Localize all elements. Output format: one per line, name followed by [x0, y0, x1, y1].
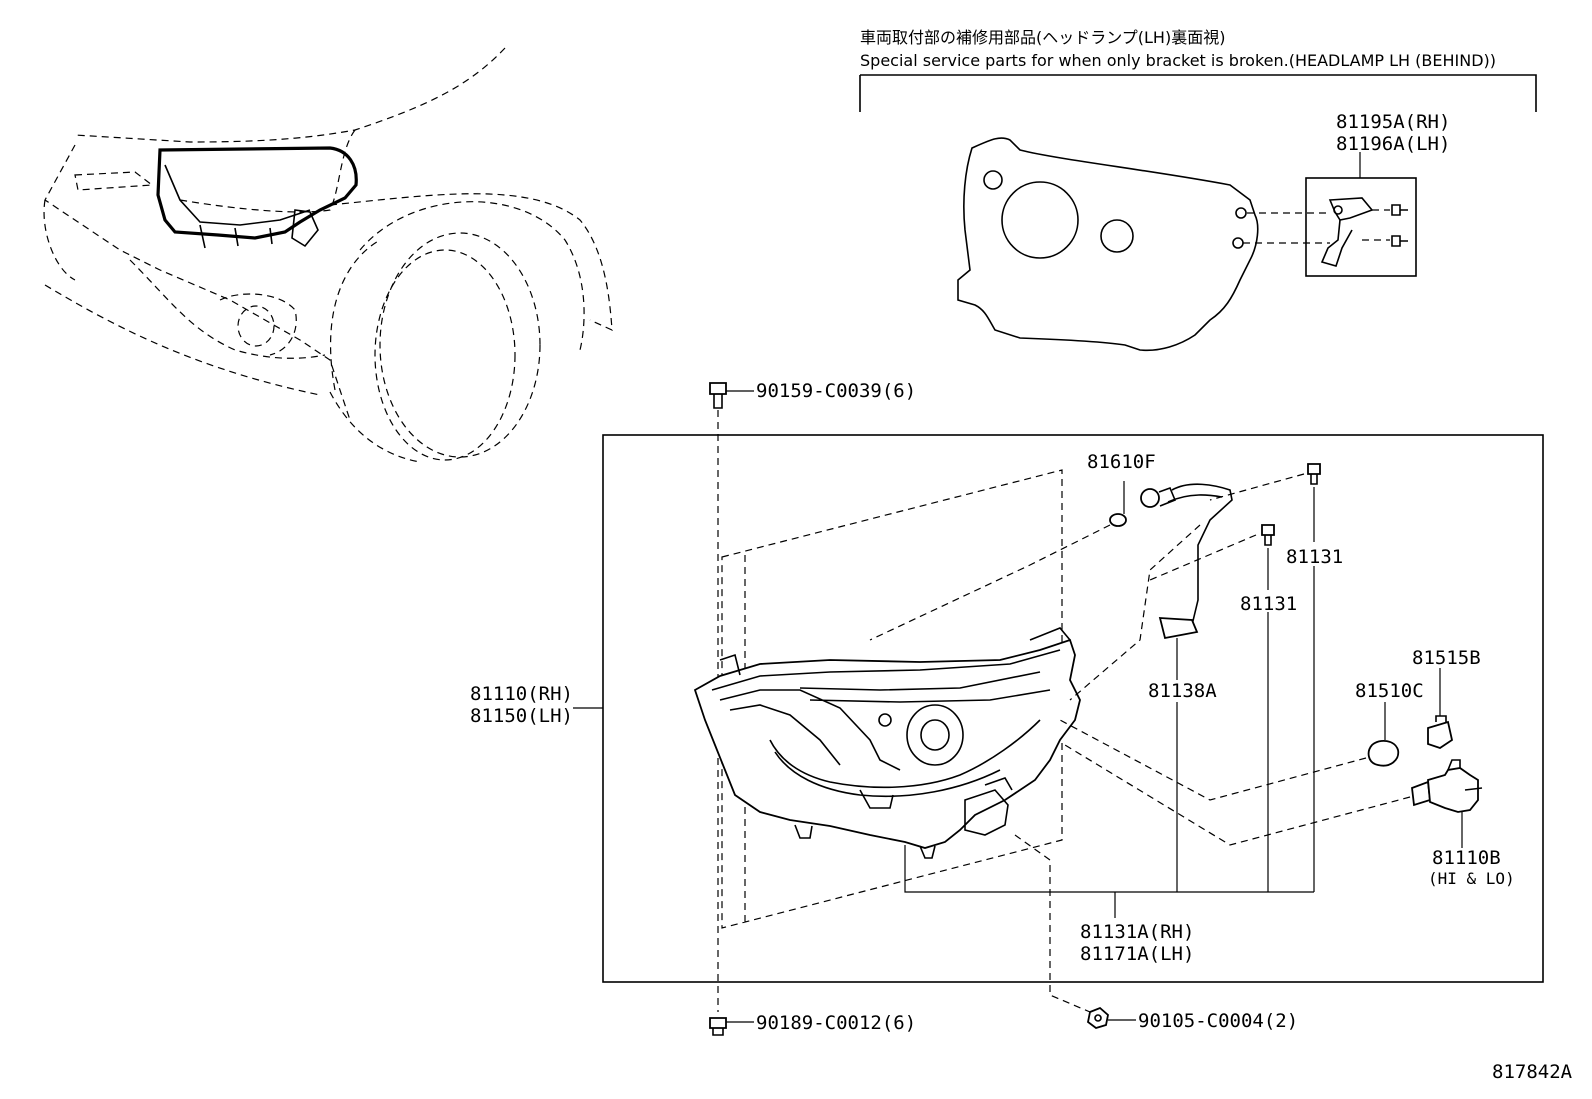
- bulb-81110B: 81110B (HI & LO): [1064, 744, 1515, 888]
- label-81131-a: 81131: [1240, 593, 1297, 615]
- special-service-header: 車両取付部の補修用部品(ヘッドランプ(LH)裏面視) Special servi…: [859, 28, 1537, 112]
- label-81150: 81150(LH): [470, 705, 573, 727]
- bracket-detail: 81195A(RH) 81196A(LH): [1243, 111, 1450, 277]
- header-japanese: 車両取付部の補修用部品(ヘッドランプ(LH)裏面視): [860, 28, 1225, 47]
- label-90189: 90189-C0012(6): [756, 1012, 916, 1034]
- socket-81515B: 81515B: [1412, 647, 1481, 749]
- diagram-id: 817842A: [1492, 1061, 1573, 1083]
- label-81510C: 81510C: [1355, 680, 1424, 702]
- leader-81110: 81110(RH) 81150(LH): [470, 683, 603, 727]
- label-90159: 90159-C0039(6): [756, 380, 916, 402]
- headlamp-assembly: [693, 627, 1081, 859]
- label-81610F: 81610F: [1087, 451, 1156, 473]
- label-81171A: 81171A(LH): [1080, 943, 1194, 965]
- vehicle-front-view: [43, 47, 613, 463]
- screw-81131-a: 81131: [1149, 524, 1297, 892]
- header-bracket-line: [859, 74, 1537, 112]
- bulb-81510C: 81510C: [1059, 680, 1424, 801]
- label-81131A: 81131A(RH): [1080, 921, 1194, 943]
- label-81110: 81110(RH): [470, 683, 573, 705]
- label-81195A: 81195A(RH): [1336, 111, 1450, 133]
- cap-81610F: 81610F: [869, 451, 1156, 641]
- screw-81131-b: 81131: [1209, 463, 1343, 892]
- label-81138A: 81138A: [1148, 680, 1217, 702]
- label-81110B: 81110B: [1432, 847, 1501, 869]
- label-90105: 90105-C0004(2): [1138, 1010, 1298, 1032]
- leader-81131A: 81131A(RH) 81171A(LH): [904, 845, 1314, 965]
- label-81131-b: 81131: [1286, 546, 1343, 568]
- label-81196A: 81196A(LH): [1336, 133, 1450, 155]
- label-81110B-sub: (HI & LO): [1428, 869, 1515, 888]
- screw-90189: 90189-C0012(6): [709, 1012, 916, 1036]
- label-81515B: 81515B: [1412, 647, 1481, 669]
- header-english: Special service parts for when only brac…: [860, 51, 1496, 70]
- bolt-90105: 90105-C0004(2): [1014, 834, 1298, 1032]
- headlamp-rear-view: [957, 137, 1259, 352]
- harness-81138A: 81138A: [1069, 483, 1233, 892]
